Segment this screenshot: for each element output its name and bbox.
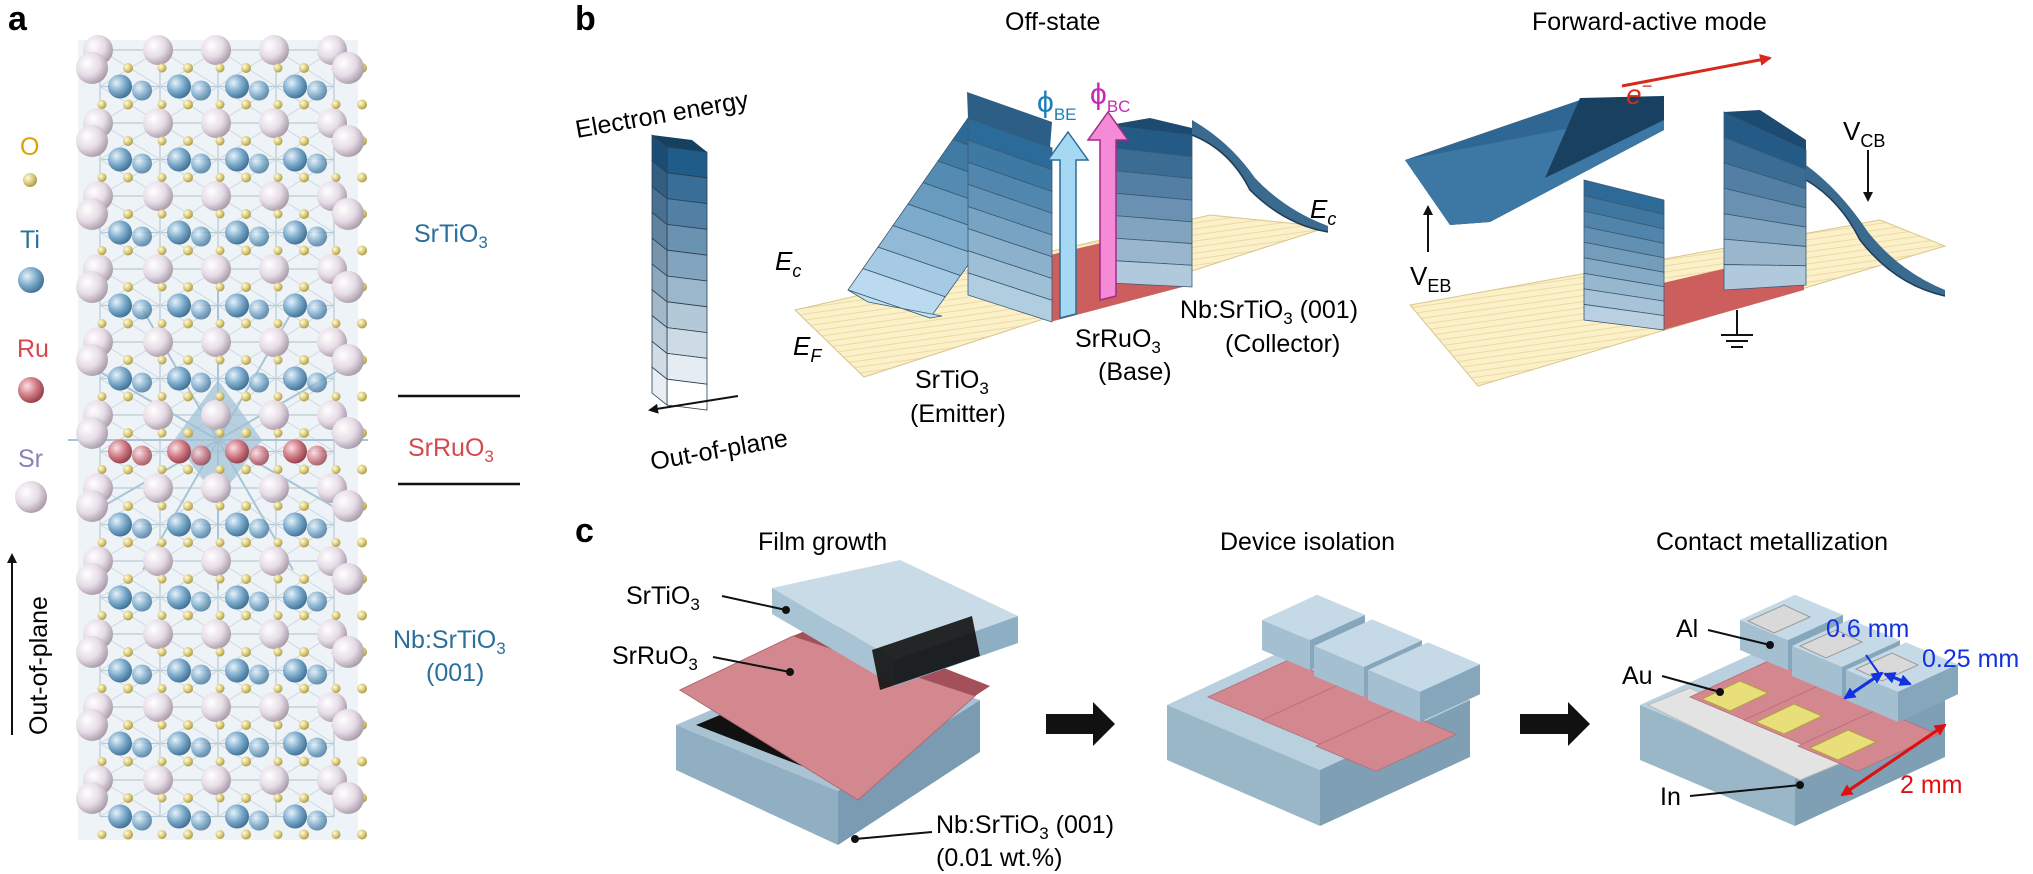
off-ec-right-label: Ec <box>1310 194 1336 229</box>
substrate-right <box>838 700 980 845</box>
legend-sr-label: Sr <box>18 445 43 473</box>
cm-substrate-left <box>1640 705 1795 826</box>
in-label: In <box>1660 783 1681 811</box>
off-ef-label: EF <box>793 331 822 366</box>
substrate-leader <box>854 831 933 840</box>
iso-emitter-mesas <box>1262 594 1480 722</box>
dim-2mm-label: 2 mm <box>1900 771 1963 799</box>
fwd-collector-barrier <box>1723 110 1807 291</box>
crystal-structure <box>68 35 368 840</box>
layer-srruo3-label: SrRuO3 <box>408 434 494 466</box>
collector-label: Nb:SrTiO3 (001) <box>1180 296 1358 328</box>
film-srtio3-leader <box>721 595 787 611</box>
iso-base-pads <box>1207 659 1457 772</box>
electron-label: e− <box>1626 76 1652 110</box>
panel-b-letter: b <box>575 0 596 38</box>
panel-c: c Film growth Device isolation Contact m… <box>575 512 2019 872</box>
step-device-isolation-title: Device isolation <box>1220 528 1395 556</box>
collector-role: (Collector) <box>1225 330 1340 358</box>
off-collector-barrier <box>1109 118 1193 288</box>
dim-0-25mm-label: 0.25 mm <box>1922 645 2019 673</box>
legend-o-label: O <box>20 133 39 161</box>
phi-be-label: ϕBE <box>1037 86 1077 124</box>
srtio3-film-left <box>772 588 895 686</box>
au-label: Au <box>1622 662 1653 690</box>
legend-o-atom <box>23 173 37 187</box>
step-contact-metallization-title: Contact metallization <box>1656 528 1888 556</box>
fwd-emitter-plateau-top <box>1545 96 1664 178</box>
layer-nbsrtio3-orientation: (001) <box>426 659 484 687</box>
veb-label: VEB <box>1410 261 1451 296</box>
atom-legend: O Ti Ru Sr <box>15 133 49 513</box>
panel-a-letter: a <box>8 0 28 38</box>
contact-metallization-illustration: Al Au In 0.6 mm 0.25 mm 2 mm <box>1622 594 2019 826</box>
off-collector-tail <box>1192 120 1328 232</box>
substrate-label: Nb:SrTiO3 (001) <box>936 811 1114 843</box>
step-film-growth-title: Film growth <box>758 528 887 556</box>
electron-energy-label: Electron energy <box>573 86 751 144</box>
forward-active-title: Forward-active mode <box>1532 8 1767 36</box>
scale-bar-top <box>652 135 707 152</box>
layer-srtio3-label: SrTiO3 <box>414 220 488 252</box>
layer-nbsrtio3-label: Nb:SrTiO3 <box>393 626 506 658</box>
film-srruo3-leader <box>712 656 791 673</box>
cm-emitter-mesas <box>1740 594 1958 722</box>
legend-sr-atom <box>15 481 47 513</box>
panel-b: b Off-state Forward-active mode Electron… <box>573 0 1947 476</box>
in-leader <box>1689 784 1801 797</box>
fwd-collector-tail <box>1806 165 1945 296</box>
ground-icon <box>1721 310 1753 348</box>
scale-oop-label: Out-of-plane <box>648 424 790 476</box>
vcb-label: VCB <box>1843 116 1885 151</box>
base-label: SrRuO3 <box>1075 325 1161 357</box>
legend-ti-label: Ti <box>20 226 40 254</box>
phi-bc-arrow <box>1086 110 1130 301</box>
phi-be-arrow <box>1046 130 1090 319</box>
film-growth-illustration: SrTiO3 SrRuO3 Nb:SrTiO3 (001) (0.01 wt.%… <box>612 560 1114 872</box>
device-isolation-illustration <box>1167 594 1480 826</box>
process-arrow-1 <box>1046 702 1115 746</box>
base-role: (Base) <box>1098 358 1172 386</box>
electron-flow-arrow <box>1621 53 1772 88</box>
emitter-label: SrTiO3 <box>915 366 989 398</box>
au-leader <box>1661 675 1721 693</box>
forward-active-band-diagram: e− VEB VCB <box>1405 53 1947 387</box>
panel-a: a O Ti Ru Sr Out-of-plane SrTiO3 SrRuO3 … <box>6 0 520 840</box>
off-ec-left-label: Ec <box>775 246 801 281</box>
scale-bar-segments <box>651 134 708 411</box>
energy-scale-bar: Electron energy Out-of-plane <box>573 86 790 476</box>
legend-ru-atom <box>18 377 44 403</box>
iso-substrate-left <box>1167 705 1320 826</box>
off-state-title: Off-state <box>1005 8 1100 36</box>
substrate-left <box>676 725 838 845</box>
film-srruo3-label: SrRuO3 <box>612 642 698 674</box>
substrate-doping-label: (0.01 wt.%) <box>936 844 1062 872</box>
dim-0-6mm-label: 0.6 mm <box>1826 615 1909 643</box>
off-emitter-wall <box>967 117 1053 323</box>
panel-c-letter: c <box>575 512 594 550</box>
fwd-emitter-wall <box>1583 179 1665 331</box>
process-arrow-2 <box>1520 702 1590 746</box>
off-ridge-top <box>967 92 1052 148</box>
off-state-band-diagram: ϕBE ϕBC Ec EF Ec SrTiO3 (Emitter) SrRuO3… <box>775 78 1358 428</box>
al-label: Al <box>1676 615 1698 643</box>
legend-ti-atom <box>18 267 44 293</box>
out-of-plane-label: Out-of-plane <box>25 596 53 735</box>
legend-ru-label: Ru <box>17 335 49 363</box>
crystal-atoms <box>76 35 367 840</box>
phi-bc-label: ϕBC <box>1090 78 1130 116</box>
al-leader <box>1707 629 1771 646</box>
scale-oop-arrow <box>648 395 739 414</box>
film-srtio3-label: SrTiO3 <box>626 582 700 614</box>
emitter-role: (Emitter) <box>910 400 1006 428</box>
